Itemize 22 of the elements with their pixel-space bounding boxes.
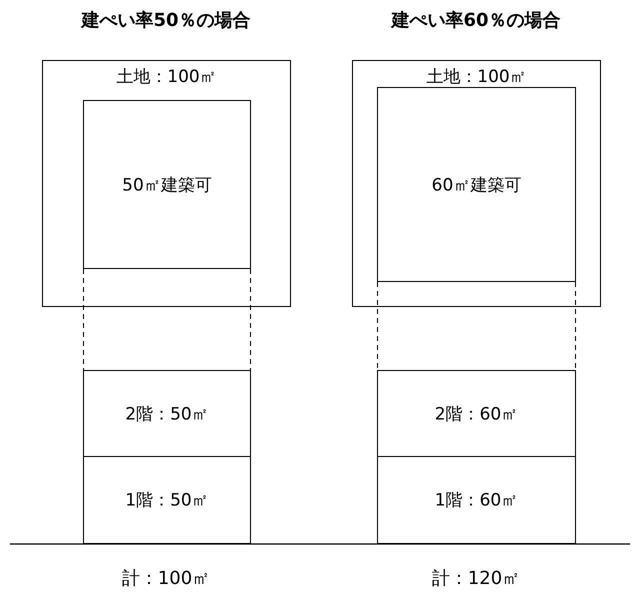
land-box bbox=[352, 60, 601, 307]
floor-box bbox=[83, 456, 251, 544]
projection-line bbox=[377, 282, 576, 370]
area-label: 60㎡建築可 bbox=[432, 174, 522, 196]
floor-box bbox=[377, 370, 576, 457]
land-box bbox=[42, 60, 291, 307]
area-label: 50㎡建築可 bbox=[122, 174, 212, 196]
area-label: 1階：60㎡ bbox=[434, 490, 518, 512]
projection-line bbox=[83, 268, 251, 370]
total-label: 計：120㎡ bbox=[432, 567, 520, 590]
floor-box bbox=[83, 370, 251, 457]
area-label: 土地：100㎡ bbox=[116, 66, 217, 88]
area-label: 土地：100㎡ bbox=[426, 66, 527, 88]
area-label: 2階：60㎡ bbox=[434, 403, 518, 425]
heading: 建ぺい率60％の場合 bbox=[391, 9, 561, 32]
buildable-area-box bbox=[377, 87, 576, 282]
floor-box bbox=[377, 456, 576, 544]
area-label: 1階：50㎡ bbox=[125, 490, 209, 512]
heading: 建ぺい率50％の場合 bbox=[81, 9, 251, 32]
total-label: 計：100㎡ bbox=[122, 567, 210, 590]
buildable-area-box bbox=[83, 100, 251, 269]
area-label: 2階：50㎡ bbox=[125, 403, 209, 425]
